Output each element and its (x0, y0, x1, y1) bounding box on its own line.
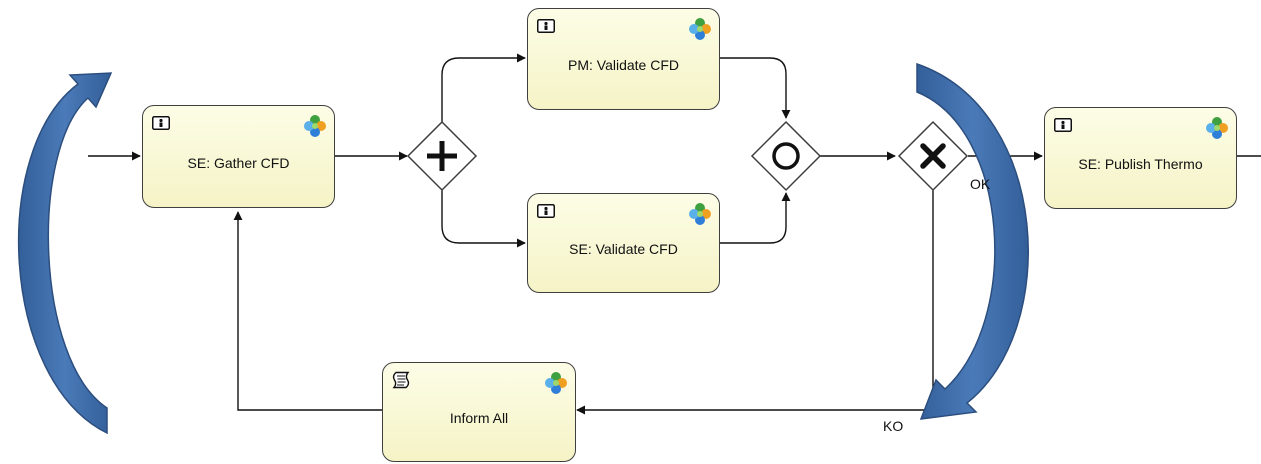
task-label: SE: Gather CFD (187, 154, 290, 171)
loop-arrow-right (916, 62, 1029, 420)
task-pm-validate-cfd[interactable]: PM: Validate CFD (527, 8, 720, 110)
flow-label-ko: KO (883, 418, 904, 434)
parallel-gateway[interactable] (406, 120, 478, 192)
exclusive-gateway[interactable] (897, 120, 969, 192)
task-gather-cfd[interactable]: SE: Gather CFD (142, 105, 335, 208)
logo-icon (689, 203, 711, 225)
task-publish-thermo[interactable]: SE: Publish Thermo (1044, 107, 1237, 209)
inclusive-gateway[interactable] (750, 120, 822, 192)
flow-label-ok: OK (970, 176, 991, 192)
task-label: SE: Validate CFD (569, 241, 678, 257)
script-task-icon (392, 371, 410, 389)
flow-inform-to-gather[interactable] (233, 211, 382, 411)
loop-arrow-left (17, 72, 113, 435)
logo-icon (1206, 117, 1228, 139)
task-label: PM: Validate CFD (568, 57, 679, 73)
task-inform-all[interactable]: Inform All (382, 362, 576, 462)
user-task-icon (537, 204, 555, 218)
logo-icon (689, 18, 711, 40)
user-task-icon (537, 19, 555, 33)
user-task-icon (1054, 118, 1072, 132)
user-task-icon (152, 116, 170, 130)
task-se-validate-cfd[interactable]: SE: Validate CFD (527, 193, 720, 293)
logo-icon (545, 372, 567, 394)
flow-se-validate-to-inclusive[interactable] (720, 192, 791, 244)
task-label: Inform All (449, 410, 509, 426)
flow-pm-validate-to-inclusive[interactable] (720, 57, 791, 119)
logo-icon (304, 115, 326, 137)
flow-parallel-to-pm-validate[interactable] (441, 53, 526, 122)
flow-parallel-to-se-validate[interactable] (441, 190, 526, 248)
task-label: SE: Publish Thermo (1078, 156, 1203, 172)
